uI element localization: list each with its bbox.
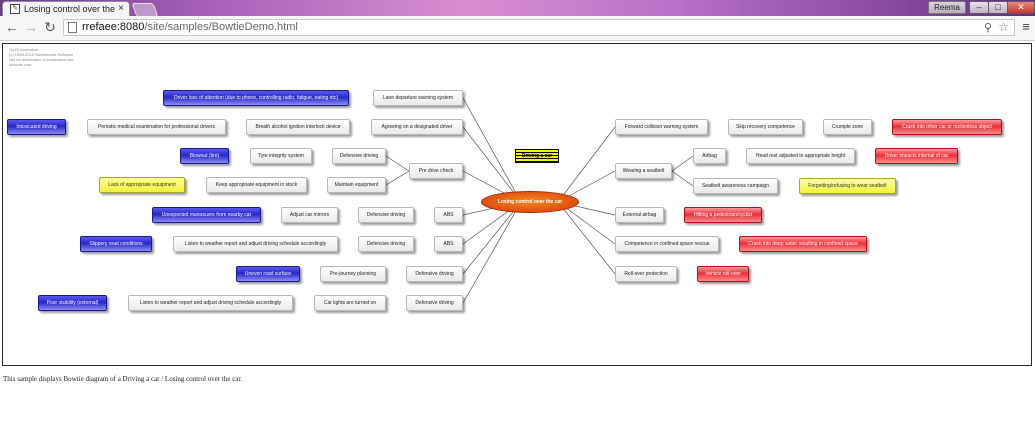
link [462,97,522,203]
mitigation-node[interactable]: Skip recovery competence [728,119,803,135]
escalation-node[interactable]: Forgetting/refusing to wear seatbelt [799,178,896,194]
barrier-node[interactable]: Car lights are turned on [314,295,386,311]
mitigation-node[interactable]: Crumple zone [823,119,872,135]
barrier-node[interactable]: Pre drive check [409,163,463,179]
barrier-node[interactable]: ABS [434,236,463,252]
barrier-node[interactable]: Maintain equipment [327,177,386,193]
barrier-node[interactable]: Listen to weather report and adjust driv… [128,295,293,311]
consequence-node[interactable]: Crash into other car or motionless objec… [892,119,1002,135]
page-content: GoJS evaluation (c) 1998-2015 Northwoods… [0,41,1035,438]
mitigation-node[interactable]: Roll-over protection [615,266,677,282]
consequence-node[interactable]: Crash into deep water resulting in confi… [739,236,867,252]
barrier-node[interactable]: Defensive driving [406,295,463,311]
browser-toolbar: ← → ↻ rrefaee:8080/site/samples/BowtieDe… [0,16,1035,41]
consequence-node[interactable]: Vehicle roll-over [697,266,749,282]
browser-tab[interactable]: ✎ Losing control over the car × [2,1,130,16]
barrier-node[interactable]: Defensive driving [358,236,414,252]
threat-node[interactable]: Driver loss of attention (due to phone, … [163,90,349,106]
mitigation-node[interactable]: Airbag [693,148,726,164]
threat-node[interactable]: Blowout (tire) [180,148,229,164]
barrier-node[interactable]: Listen to weather report and adjust driv… [173,236,338,252]
close-window-button[interactable]: ✕ [1007,1,1035,14]
mitigation-node[interactable]: Forward collision warning system [615,119,708,135]
page-document-icon [68,22,77,33]
link [557,126,616,203]
window-title-bar: ✎ Losing control over the car × Reema – … [0,0,1035,17]
page-favicon-icon: ✎ [10,4,20,14]
evaluation-watermark: GoJS evaluation (c) 1998-2015 Northwoods… [9,47,74,67]
url-text[interactable]: rrefaee:8080/site/samples/BowtieDemo.htm… [82,21,298,33]
browser-menu-icon[interactable]: ≡ [1022,19,1030,34]
bowtie-diagram-canvas[interactable]: GoJS evaluation (c) 1998-2015 Northwoods… [2,43,1032,366]
address-bar[interactable]: rrefaee:8080/site/samples/BowtieDemo.htm… [63,19,1015,36]
barrier-node[interactable]: Breath alcohol ignition interlock device [246,119,350,135]
barrier-node[interactable]: ABS [434,207,463,223]
url-host: rrefaee:8080 [82,21,145,33]
barrier-node[interactable]: Pre-journey planning [320,266,386,282]
forward-arrow-icon[interactable]: → [24,19,38,35]
barrier-node[interactable]: Defensive driving [332,148,386,164]
link [671,170,694,187]
link [462,126,522,203]
barrier-node[interactable]: Keep appropriate equipment in stock [206,177,307,193]
link [385,170,410,186]
minimize-button[interactable]: – [969,1,989,14]
user-profile-badge[interactable]: Reema [928,1,966,14]
threat-node[interactable]: Slippery road conditions [80,236,152,252]
barrier-node[interactable]: Adjust car mirrors [281,207,338,223]
mitigation-node[interactable]: Competence in confined space rescue [615,236,719,252]
page-caption: This sample displays Bowtie diagram of a… [3,375,243,383]
barrier-node[interactable]: Lane departure warning system [373,90,463,106]
barrier-node[interactable]: Defensive driving [406,266,463,282]
link [671,155,694,172]
reload-icon[interactable]: ↻ [44,19,56,35]
barrier-node[interactable]: Tyre integrity system [250,148,312,164]
consequence-node[interactable]: Driver impacts internal of car [875,148,958,164]
escalation-node[interactable]: Lack of appropriate equipment [99,177,185,193]
barrier-node[interactable]: Periodic medical examination for profess… [87,119,226,135]
barrier-node[interactable]: Agreeing on a designated driver [371,119,463,135]
url-path: /site/samples/BowtieDemo.html [144,21,298,33]
mitigation-node[interactable]: Seatbelt awareness campaign [693,178,778,194]
link [557,201,616,275]
mitigation-node[interactable]: Head rest adjusted to appropriate height [746,148,855,164]
link [385,155,410,172]
new-tab-button[interactable] [131,3,159,17]
top-event-node[interactable]: Losing control over the car [481,191,579,213]
bookmark-star-icon[interactable]: ☆ [998,20,1009,34]
threat-node[interactable]: Unexpected manoeuvre from nearby car [152,207,261,223]
threat-node[interactable]: Uneven road surface [236,266,300,282]
threat-node[interactable]: Intoxicated driving [7,119,66,135]
search-zoom-icon[interactable]: ⚲ [983,22,992,34]
maximize-button[interactable]: □ [988,1,1008,14]
mitigation-node[interactable]: Wearing a seatbelt [615,163,672,179]
threat-node[interactable]: Poor visibility (external) [38,295,107,311]
back-arrow-icon[interactable]: ← [5,19,19,35]
tab-close-icon[interactable]: × [118,3,124,14]
link [462,201,522,304]
hazard-node[interactable]: Driving a car [515,149,559,163]
barrier-node[interactable]: Defensive driving [358,207,414,223]
tab-title: Losing control over the car [24,4,116,14]
consequence-node[interactable]: Hitting a pedestrian/cyclist [684,207,762,223]
link [462,201,522,275]
mitigation-node[interactable]: External airbag [615,207,664,223]
